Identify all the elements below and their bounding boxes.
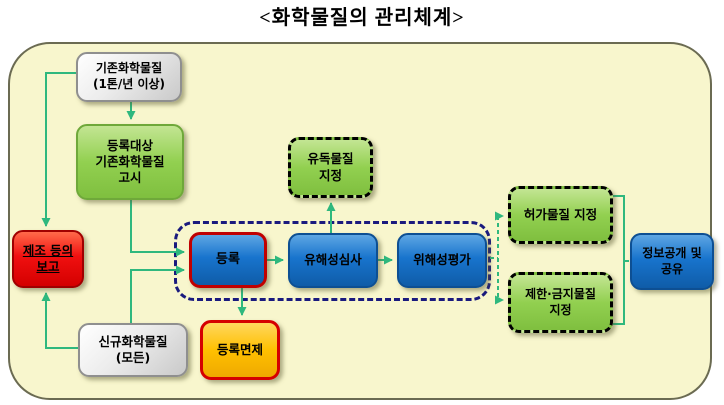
box-manufacture-report: 제조 등의 보고 bbox=[12, 230, 84, 288]
box-restrict-line1: 제한·금지물질 bbox=[525, 286, 596, 301]
box-registration-exemption: 등록면제 bbox=[200, 320, 280, 380]
box-toxic-line1: 유독물질 bbox=[307, 151, 354, 167]
box-permit-label: 허가물질 지정 bbox=[523, 206, 598, 222]
box-register-label: 등록 bbox=[216, 251, 240, 267]
box-hazard-label: 유해성심사 bbox=[304, 252, 362, 268]
box-existing-chemicals: 기존화학물질 (1톤/년 이상) bbox=[76, 52, 182, 102]
box-restrict-line2: 지정 bbox=[549, 302, 572, 317]
diagram-title: <화학물질의 관리체계> bbox=[259, 7, 465, 29]
box-risk-label: 위해성평가 bbox=[413, 252, 471, 268]
box-registration: 등록 bbox=[189, 232, 267, 288]
box-info-line1: 정보공개 및 bbox=[642, 245, 702, 260]
box-notice-line3: 고시 bbox=[118, 170, 142, 186]
box-permitted-substance-designation: 허가물질 지정 bbox=[508, 186, 613, 244]
box-information-sharing: 정보공개 및 공유 bbox=[630, 233, 714, 290]
box-report-line2: 보고 bbox=[36, 259, 60, 274]
box-report-line1: 제조 등의 bbox=[22, 242, 74, 258]
box-existing-line2: (1톤/년 이상) bbox=[92, 77, 166, 91]
registration-process-group bbox=[174, 221, 491, 301]
box-new-line1: 신규화학물질 bbox=[98, 333, 168, 349]
box-restricted-substance-designation: 제한·금지물질 지정 bbox=[508, 272, 613, 333]
box-toxic-line2: 지정 bbox=[318, 167, 342, 183]
box-new-chemicals: 신규화학물질 (모든) bbox=[78, 323, 188, 377]
box-existing-line1: 기존화학물질 bbox=[95, 61, 163, 76]
box-risk-assessment: 위해성평가 bbox=[397, 233, 487, 288]
box-toxic-substance-designation: 유독물질 지정 bbox=[288, 137, 373, 198]
box-notice-line1: 등록대상 bbox=[106, 137, 153, 153]
box-info-line2: 공유 bbox=[660, 261, 684, 276]
box-registration-notice: 등록대상 기존화학물질 고시 bbox=[76, 124, 184, 200]
box-hazard-review: 유해성심사 bbox=[288, 233, 378, 288]
box-new-line2: (모든) bbox=[115, 350, 151, 365]
box-notice-line2: 기존화학물질 bbox=[95, 153, 165, 169]
box-exempt-label: 등록면제 bbox=[216, 341, 263, 357]
